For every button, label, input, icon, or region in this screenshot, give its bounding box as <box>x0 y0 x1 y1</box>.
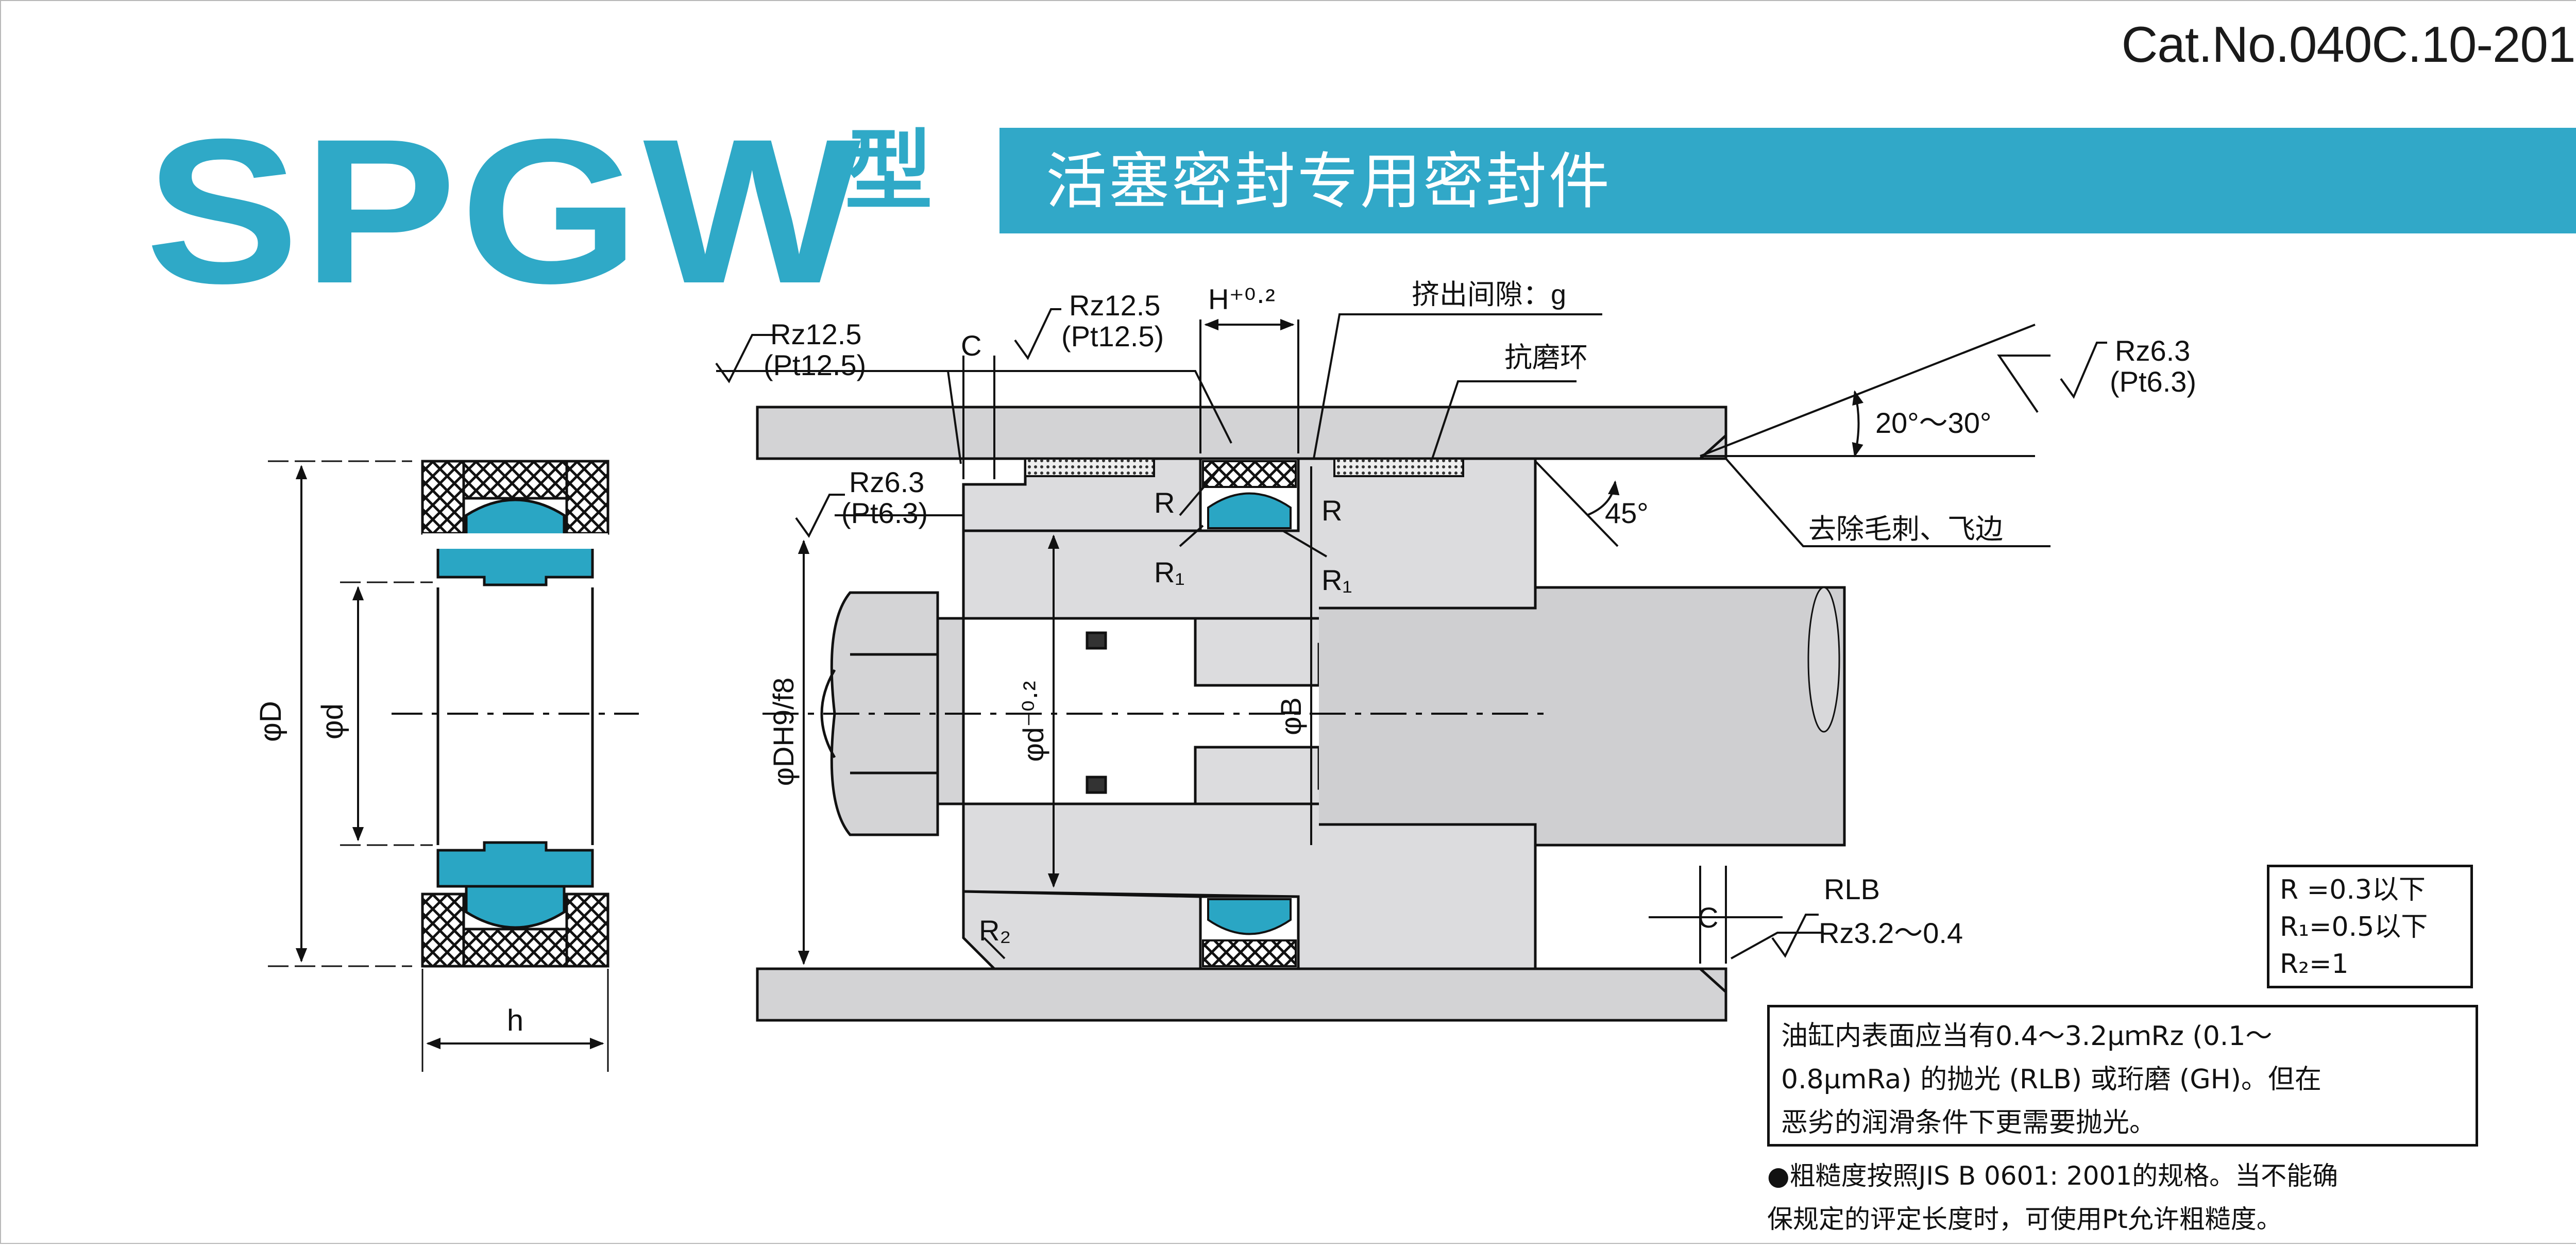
label-phi-d: φd <box>316 703 349 739</box>
label-pt125-b: (Pt12.5) <box>1061 320 1164 352</box>
label-r-right: R <box>1321 494 1342 527</box>
label-pt125-a: (Pt12.5) <box>764 349 866 381</box>
label-r1-right: R₁ <box>1321 564 1352 596</box>
dimension-lines <box>716 313 2050 965</box>
label-h: h <box>507 1004 523 1037</box>
label-rz32: Rz3.2～0.4 <box>1819 917 1963 949</box>
label-c-top: C <box>961 329 981 362</box>
label-rz63-left: Rz6.3 <box>849 466 924 498</box>
radius-legend: R =0.3以下 R₁=0.5以下 R₂=1 <box>2267 865 2473 988</box>
label-phi-d-tol: φd⁻⁰·² <box>1017 681 1049 762</box>
label-rlb: RLB <box>1824 873 1880 905</box>
surface-finish-note: 油缸内表面应当有0.4～3.2μｍRz (0.1～ 0.8μmRa) 的抛光 (… <box>1767 1005 2478 1147</box>
label-angle-45: 45° <box>1605 497 1649 529</box>
groove-seal-bottom <box>1202 898 1297 967</box>
note-line-3: 恶劣的润滑条件下更需要抛光。 <box>1781 1107 2157 1138</box>
wear-rings <box>1024 458 1464 477</box>
roughness-symbols <box>715 308 2107 958</box>
roughness-footnote: ●粗糙度按照JIS B 0601: 2001的规格。当不能确 保规定的评定长度时… <box>1767 1154 2499 1241</box>
label-deburr: 去除毛刺、飞边 <box>1808 514 2003 545</box>
seal-section <box>268 460 639 1072</box>
label-extrusion-gap: 挤出间隙：g <box>1412 279 1566 310</box>
label-rz125-b: Rz12.5 <box>1069 289 1160 322</box>
model-suffix: 型 <box>845 121 933 223</box>
label-h-tol: H⁺⁰·² <box>1208 283 1275 315</box>
label-pt63-right: (Pt6.3) <box>2110 365 2196 398</box>
subtitle-text: 活塞密封专用密封件 <box>1046 146 1612 217</box>
groove-seal-top <box>1202 460 1297 529</box>
label-pt63-left: (Pt6.3) <box>841 497 928 529</box>
label-phi-DH9f8: φDH9/f8 <box>767 678 800 786</box>
note-line-2: 0.8μmRa) 的抛光 (RLB) 或珩磨 (GH)。但在 <box>1781 1064 2322 1095</box>
note-line-1: 油缸内表面应当有0.4～3.2μｍRz (0.1～ <box>1781 1021 2273 1052</box>
subtitle-banner: 活塞密封专用密封件 <box>999 128 2576 233</box>
label-c-right: C <box>1698 901 1718 934</box>
radius-legend-r: R =0.3以下 <box>2280 874 2426 905</box>
label-phi-B: φB <box>1275 697 1307 735</box>
radius-legend-r2: R₂=1 <box>2280 949 2349 980</box>
radius-legend-r1: R₁=0.5以下 <box>2280 912 2428 942</box>
label-r-left: R <box>1154 486 1175 519</box>
label-rz63-right: Rz6.3 <box>2115 334 2190 367</box>
catalog-number: Cat.No.040C.10-2014 <box>2121 16 2576 73</box>
assembly <box>756 406 1846 1022</box>
footnote-line-2: 保规定的评定长度时，可使用Pt允许粗糙度。 <box>1767 1204 2282 1234</box>
label-phi-D: φD <box>254 701 287 742</box>
label-rz125-a: Rz12.5 <box>770 318 861 350</box>
label-wear-ring: 抗磨环 <box>1504 342 1588 373</box>
model-title: SPGW <box>145 96 865 326</box>
label-r2: R₂ <box>979 914 1011 947</box>
label-angle-20-30: 20°～30° <box>1875 407 1991 439</box>
label-r1-left: R₁ <box>1154 556 1184 588</box>
footnote-line-1: ●粗糙度按照JIS B 0601: 2001的规格。当不能确 <box>1767 1161 2338 1191</box>
